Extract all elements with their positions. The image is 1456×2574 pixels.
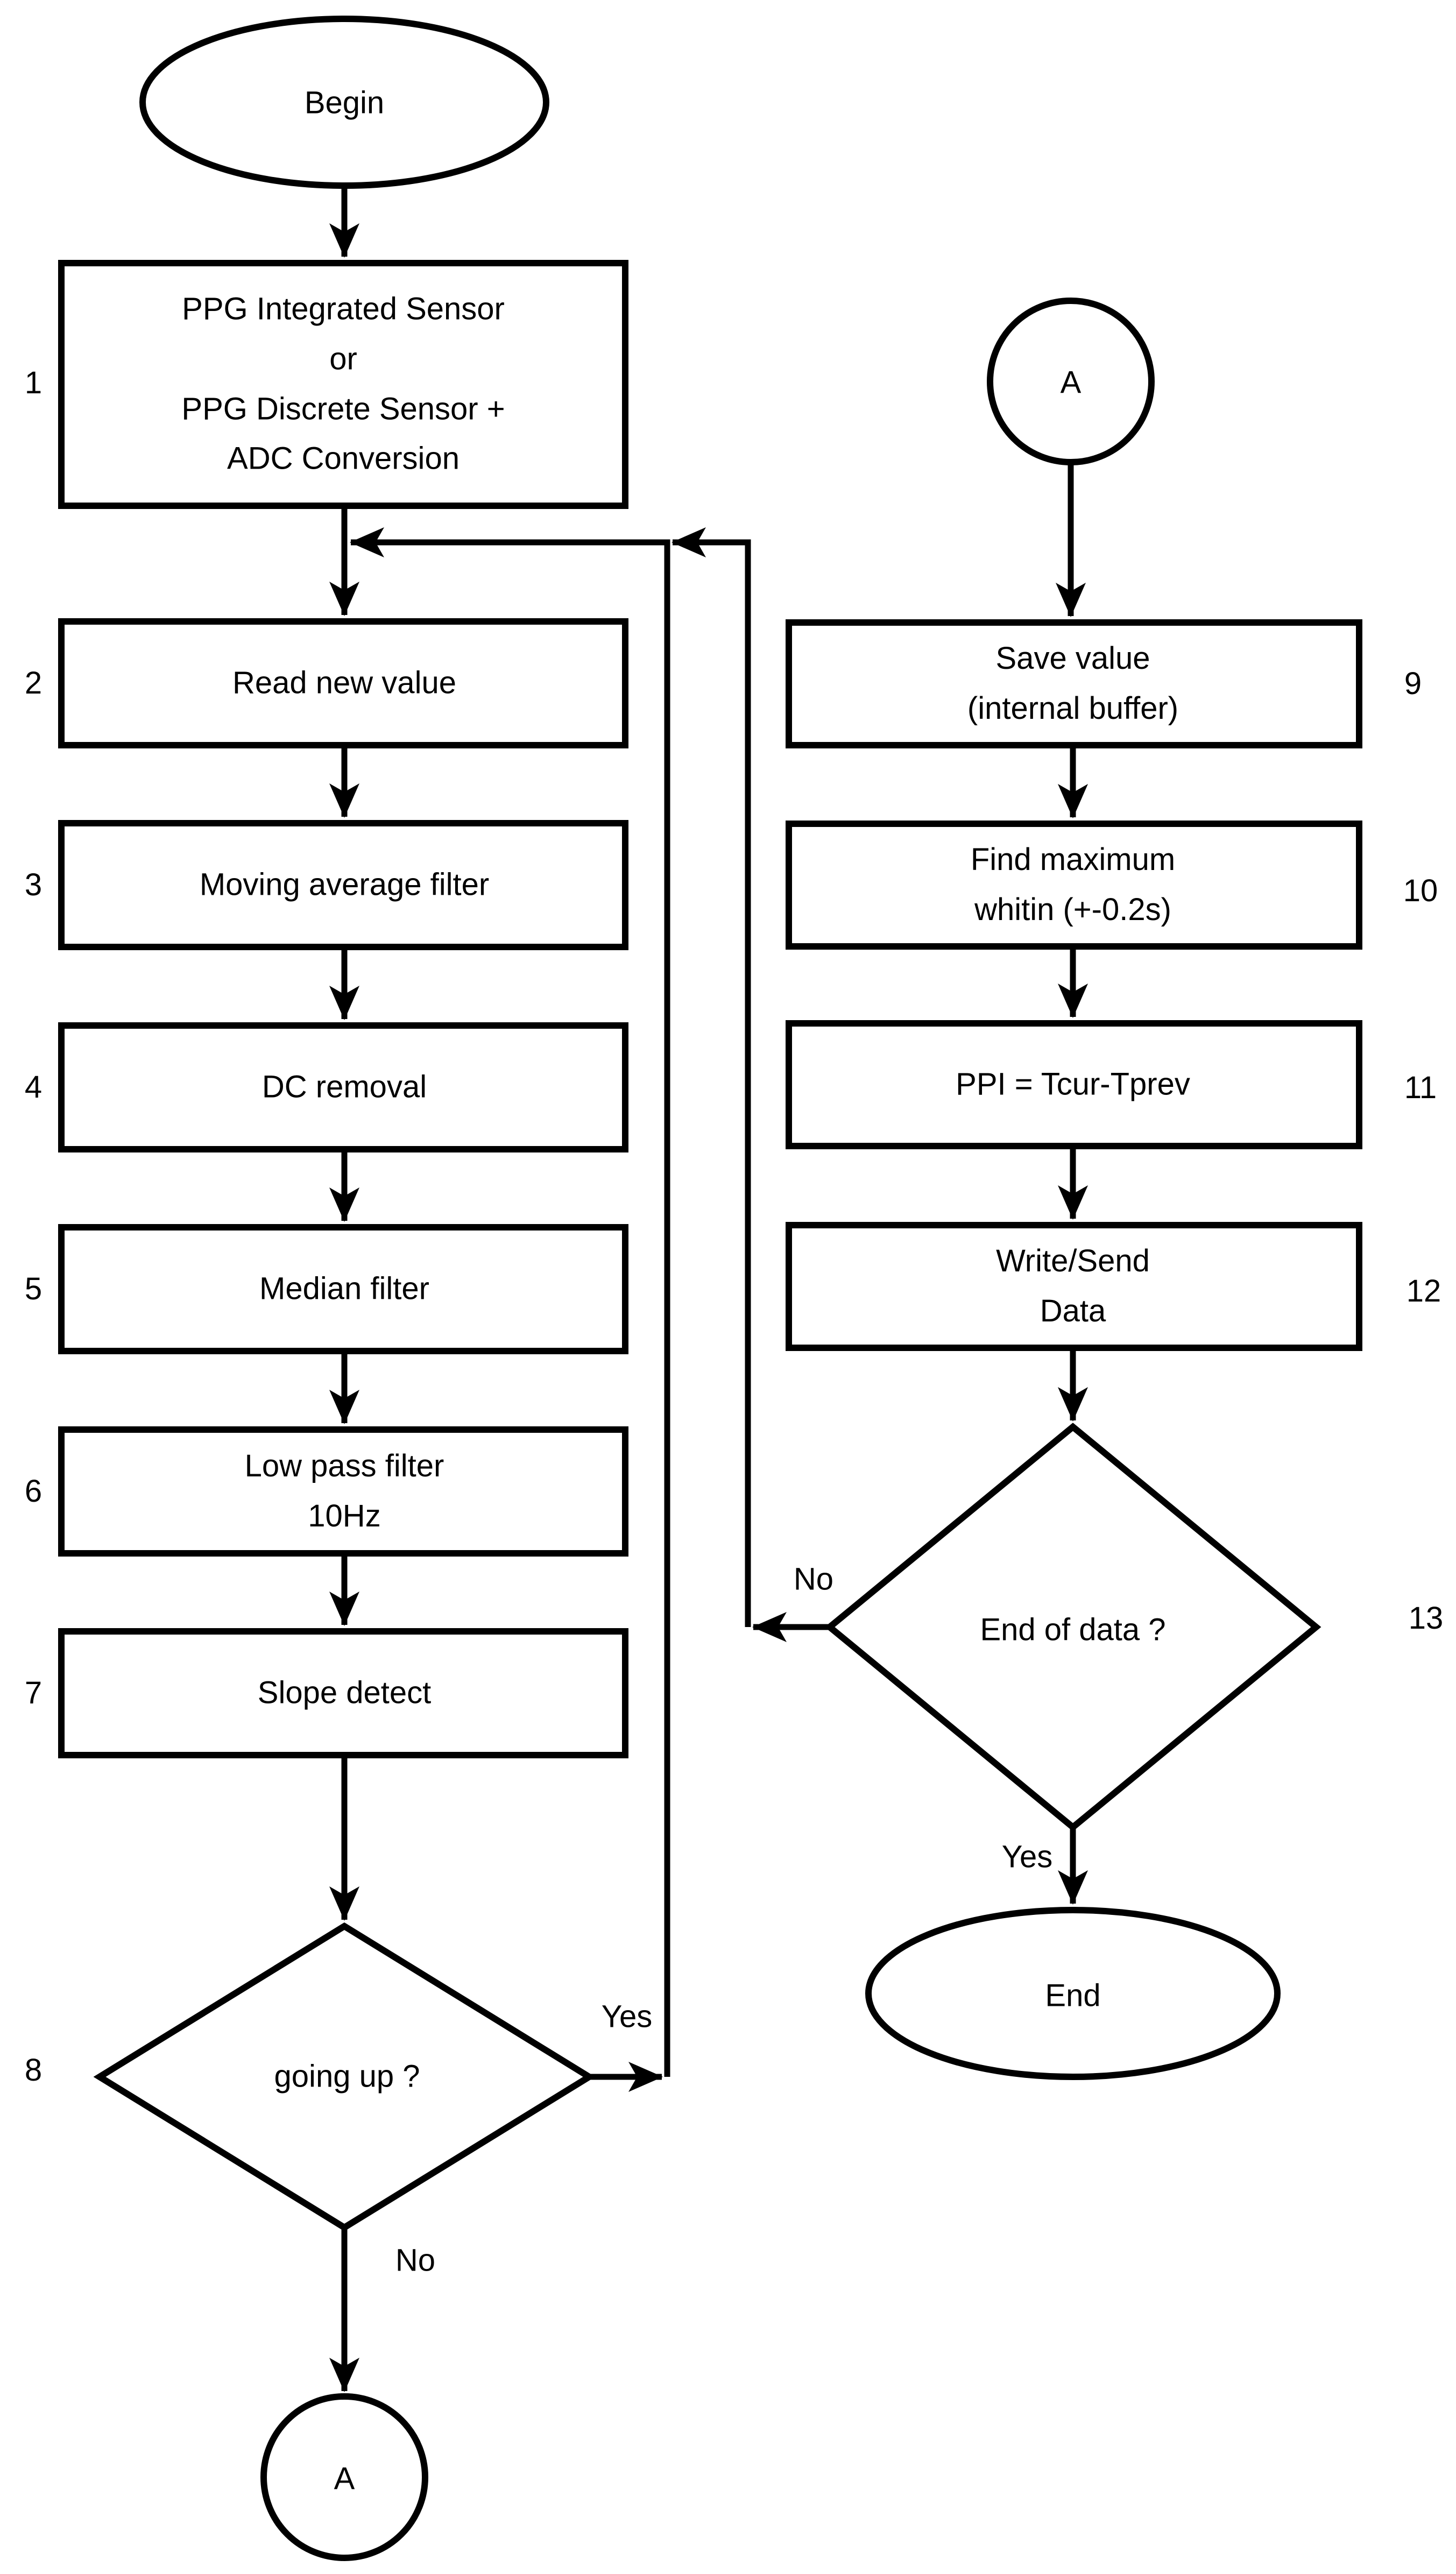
step10-label: Find maximum whitin (+-0.2s) (970, 842, 1176, 927)
step7-number: 7 (24, 1675, 43, 1710)
step10-number: 10 (1403, 873, 1438, 908)
decision-diamond-13 (824, 1423, 1321, 1831)
process-box-11 (786, 1020, 1362, 1149)
step12-label: Write/Send Data (996, 1243, 1150, 1328)
decision-diamond-8 (93, 1922, 596, 2232)
decision13-no-label: No (793, 1561, 834, 1597)
terminator-end (865, 1907, 1281, 2080)
decision13-yes-label: Yes (1001, 1839, 1053, 1875)
step2-label: Read new value (232, 665, 456, 701)
process-box-7 (58, 1628, 628, 1758)
decision8-no-label: No (395, 2243, 436, 2278)
step1-number: 1 (24, 365, 43, 400)
step5-label: Median filter (259, 1271, 429, 1306)
process-box-5 (58, 1224, 628, 1354)
decision13-label: End of data ? (980, 1612, 1166, 1647)
step3-label: Moving average filter (199, 867, 490, 902)
step9-label: Save value (internal buffer) (967, 641, 1179, 726)
process-box-10 (786, 821, 1362, 950)
connector-a-top-circle (987, 298, 1155, 465)
decision8-label: going up ? (274, 2059, 420, 2094)
step1-label: PPG Integrated Sensor or PPG Discrete Se… (181, 291, 505, 476)
process-box-12 (786, 1222, 1362, 1351)
terminator-begin (139, 16, 549, 189)
process-box-9 (786, 619, 1362, 748)
begin-label: Begin (304, 85, 385, 121)
step4-number: 4 (24, 1070, 43, 1105)
step4-label: DC removal (261, 1069, 427, 1105)
connector-a-bottom-circle (260, 2393, 428, 2561)
process-box-2 (58, 618, 628, 748)
process-box-6 (58, 1426, 628, 1557)
step7-label: Slope detect (257, 1675, 432, 1710)
step6-number: 6 (24, 1474, 43, 1509)
decision8-number: 8 (24, 2053, 43, 2088)
step12-number: 12 (1406, 1274, 1441, 1309)
edge-yes-loop-back (350, 527, 670, 2077)
decision8-yes-label: Yes (601, 1999, 653, 2034)
step11-number: 11 (1404, 1070, 1437, 1105)
connector-a-bottom-label: A (334, 2461, 355, 2497)
step5-number: 5 (24, 1271, 43, 1306)
step3-number: 3 (24, 867, 43, 902)
end-label: End (1045, 1978, 1101, 2013)
process-box-1 (58, 260, 628, 509)
process-box-3 (58, 820, 628, 950)
edge-no-loop-back (672, 527, 751, 1627)
step11-label: PPI = Tcur-Tprev (956, 1066, 1190, 1102)
decision13-number: 13 (1408, 1601, 1444, 1636)
process-box-4 (58, 1022, 628, 1152)
connector-a-top-label: A (1060, 365, 1082, 400)
step6-label: Low pass filter 10Hz (244, 1448, 444, 1533)
step2-number: 2 (24, 666, 43, 701)
step9-number: 9 (1404, 666, 1422, 701)
